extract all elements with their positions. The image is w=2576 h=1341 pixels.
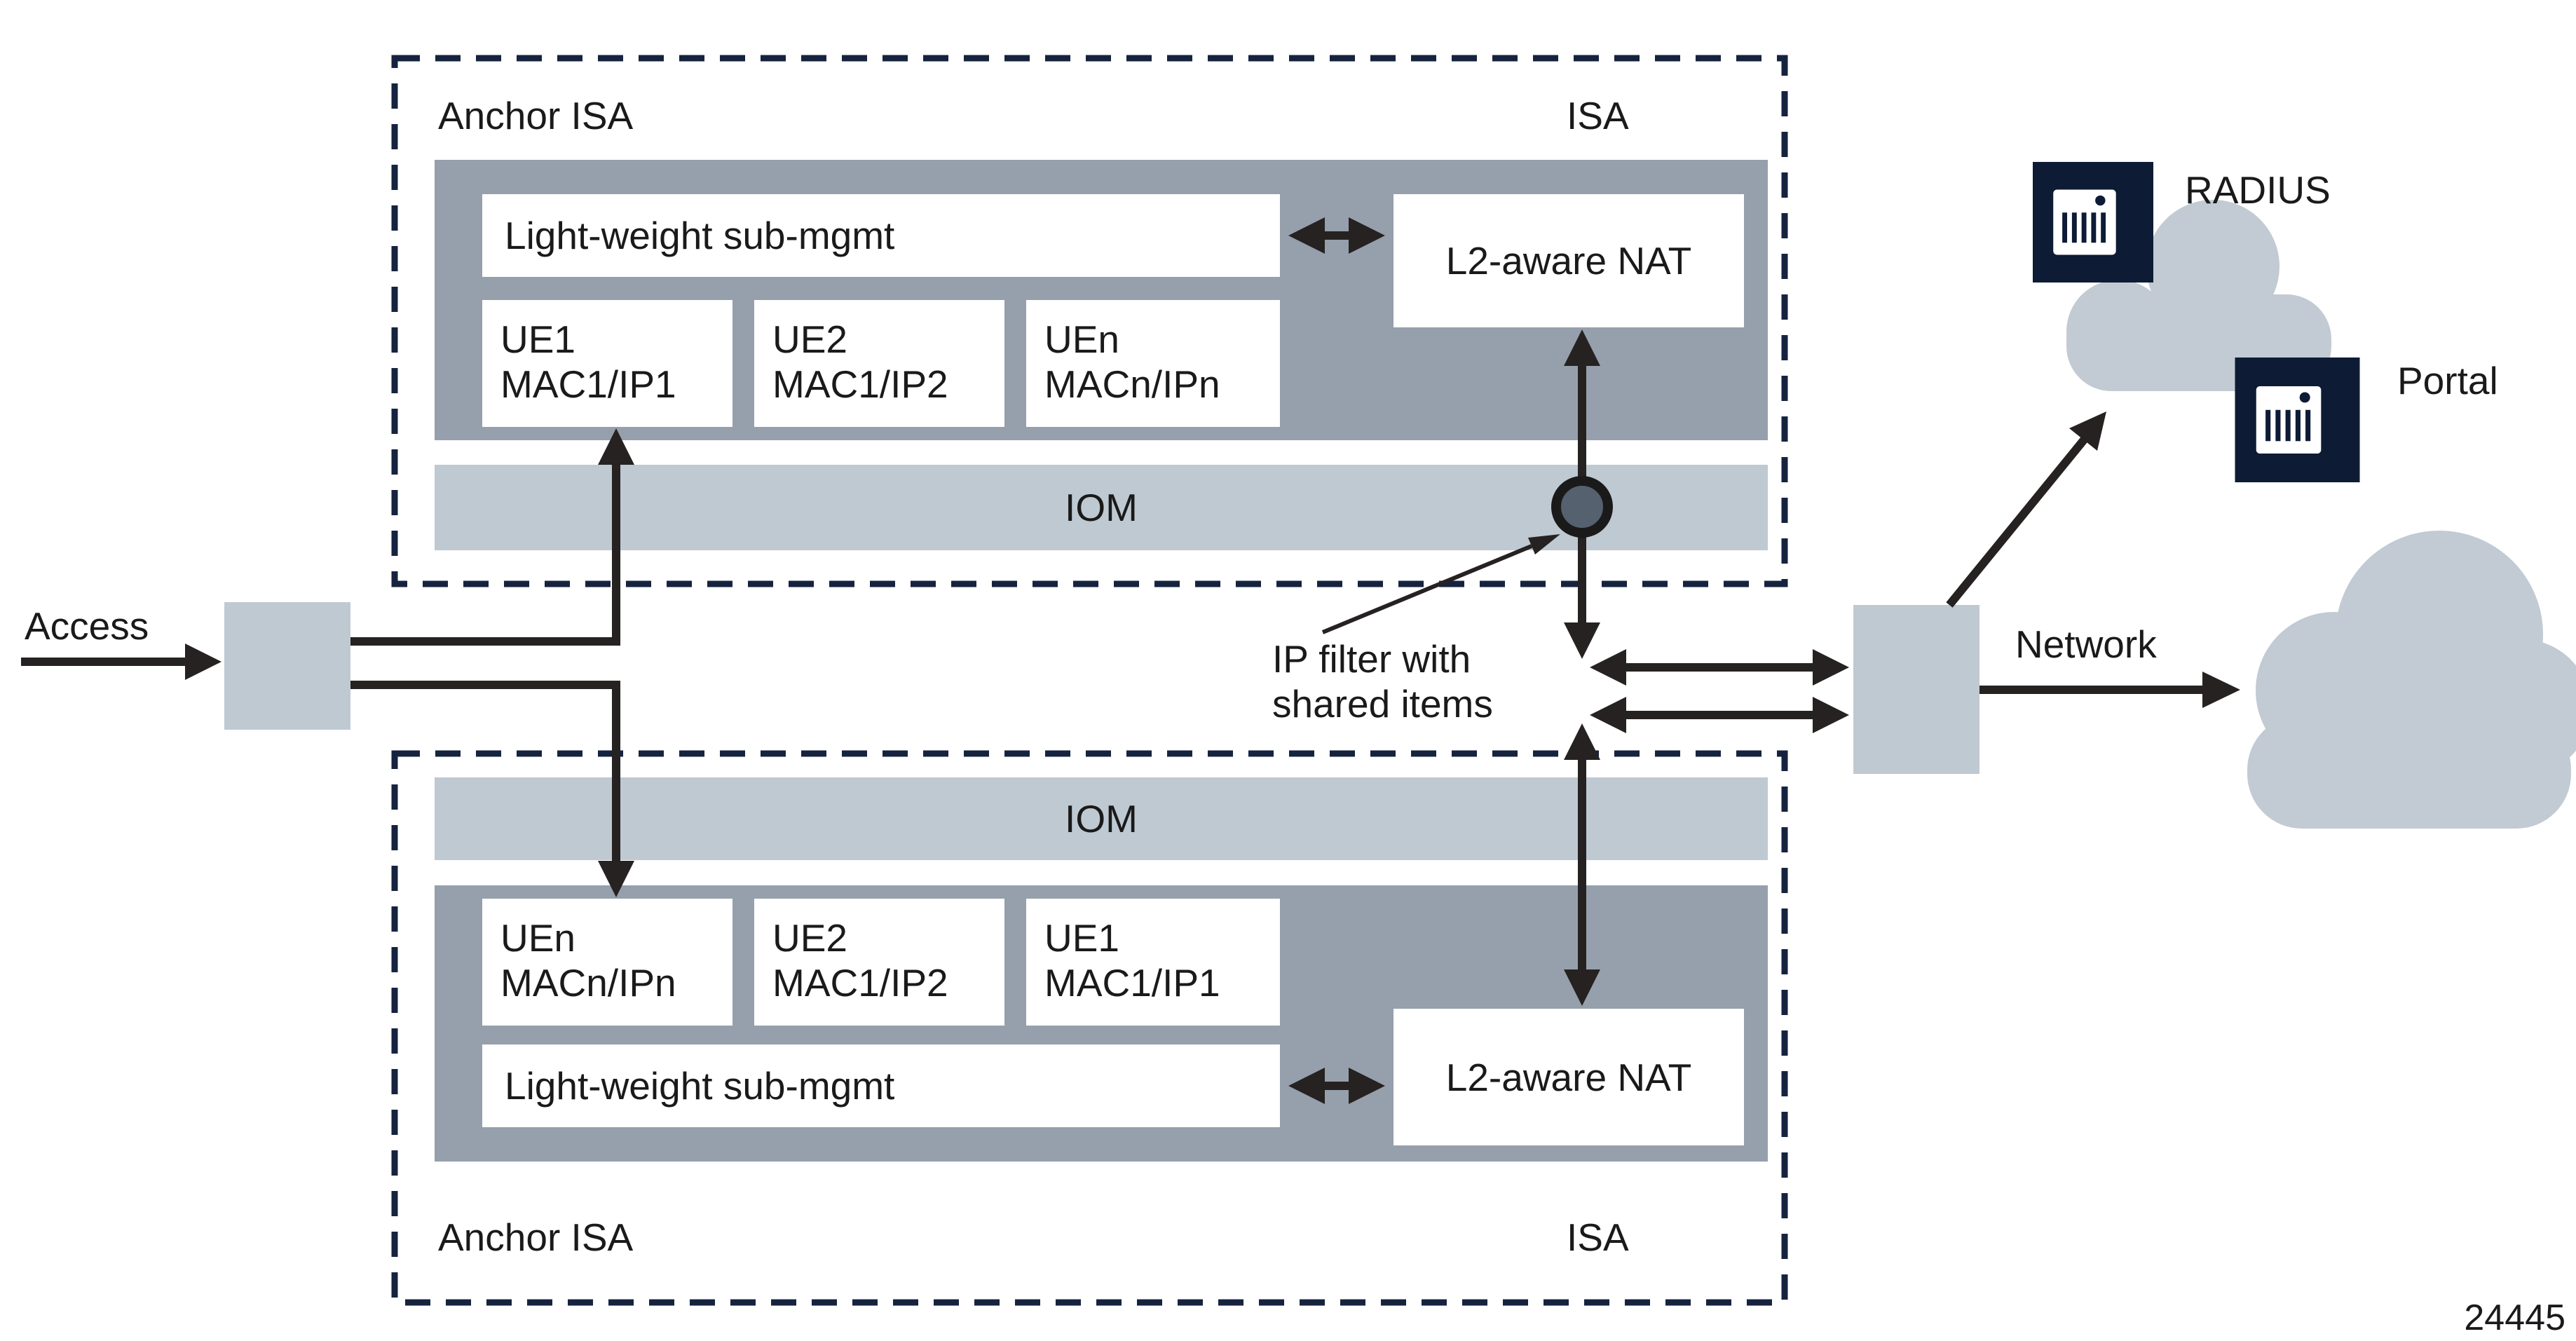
bottom-iom-bar: IOM [435,777,1768,860]
ue-mac-ip: MAC1/IP1 [500,362,676,406]
ip-filter-line1: IP filter with [1272,637,1471,681]
top-iom-bar: IOM [435,465,1768,550]
ue-name: UE2 [772,318,847,361]
bottom-iom-label: IOM [1065,797,1138,840]
ip-filter-line2: shared items [1272,682,1493,726]
top-submgmt-box: Light-weight sub-mgmt [482,194,1280,277]
ue-mac-ip: MACn/IPn [500,961,676,1005]
bottom-uen-box: UEn MACn/IPn [482,899,732,1026]
ue-name: UEn [500,916,575,960]
ue-name: UE1 [1044,916,1119,960]
bottom-ue1-box: UE1 MAC1/IP1 [1026,899,1280,1026]
top-ue1-box: UE1 MAC1/IP1 [482,300,732,427]
ue-name: UEn [1044,318,1119,361]
radius-label: RADIUS [2185,168,2331,212]
top-nat-box: L2-aware NAT [1393,194,1744,327]
top-uen-box: UEn MACn/IPn [1026,300,1280,427]
ue-mac-ip: MAC1/IP1 [1044,961,1220,1005]
access-label: Access [25,604,149,648]
network-label: Network [2015,622,2157,666]
bottom-nat-box: L2-aware NAT [1393,1009,1744,1145]
bottom-submgmt-label: Light-weight sub-mgmt [505,1064,895,1108]
top-isa-label: ISA [1567,94,1629,137]
access-node-square [224,602,350,730]
ue-name: UE2 [772,916,847,960]
top-submgmt-label: Light-weight sub-mgmt [505,214,895,257]
bottom-isa-label: ISA [1567,1216,1629,1259]
top-ue2-box: UE2 MAC1/IP2 [754,300,1004,427]
bottom-submgmt-box: Light-weight sub-mgmt [482,1044,1280,1127]
ue-name: UE1 [500,318,575,361]
portal-label: Portal [2397,359,2498,402]
bottom-anchor-isa-label: Anchor ISA [438,1216,634,1259]
radius-server-icon [2033,160,2153,285]
top-anchor-isa-label: Anchor ISA [438,94,634,137]
top-nat-label: L2-aware NAT [1445,239,1692,283]
top-iom-label: IOM [1065,486,1138,529]
ue-mac-ip: MACn/IPn [1044,362,1220,406]
ue-mac-ip: MAC1/IP2 [772,362,948,406]
bottom-ue2-box: UE2 MAC1/IP2 [754,899,1004,1026]
figure-number: 24445 [2464,1298,2565,1338]
portal-server-icon [2235,358,2360,482]
ip-filter-annotation: IP filter with shared items [1272,637,1493,726]
ue-mac-ip: MAC1/IP2 [772,961,948,1005]
network-node-square [1853,605,1979,774]
bottom-nat-label: L2-aware NAT [1445,1055,1692,1099]
